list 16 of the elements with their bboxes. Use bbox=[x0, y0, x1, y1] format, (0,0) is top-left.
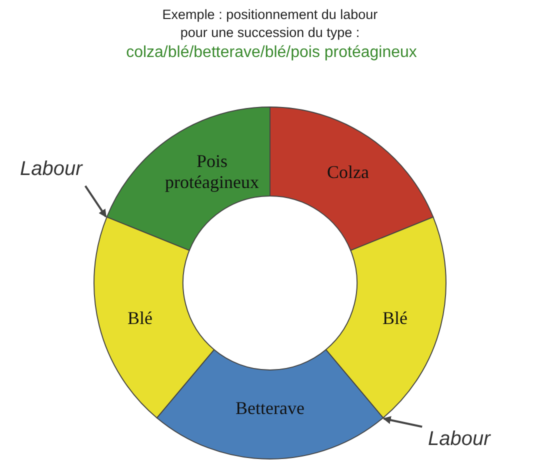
subtitle: colza/blé/betterave/blé/pois protéagineux bbox=[125, 44, 418, 62]
title: Exemple : positionnement du labour pour une succession du type : bbox=[161, 6, 379, 42]
segment-label: Blé bbox=[382, 308, 408, 328]
leader-arrow bbox=[382, 416, 422, 428]
callout-label: Labour bbox=[20, 158, 82, 181]
leader-arrow bbox=[84, 185, 107, 218]
segment-label: Blé bbox=[128, 308, 152, 328]
donut-segment bbox=[106, 106, 270, 251]
donut-segment bbox=[94, 216, 215, 418]
donut-segment bbox=[156, 349, 384, 460]
segment-label: Pois protéagineux bbox=[164, 151, 260, 193]
segment-label: Betterave bbox=[236, 398, 304, 418]
callout-label: Labour bbox=[428, 428, 490, 451]
donut-segment bbox=[270, 106, 434, 251]
segment-label: Colza bbox=[327, 162, 369, 182]
donut-segment bbox=[325, 216, 446, 418]
